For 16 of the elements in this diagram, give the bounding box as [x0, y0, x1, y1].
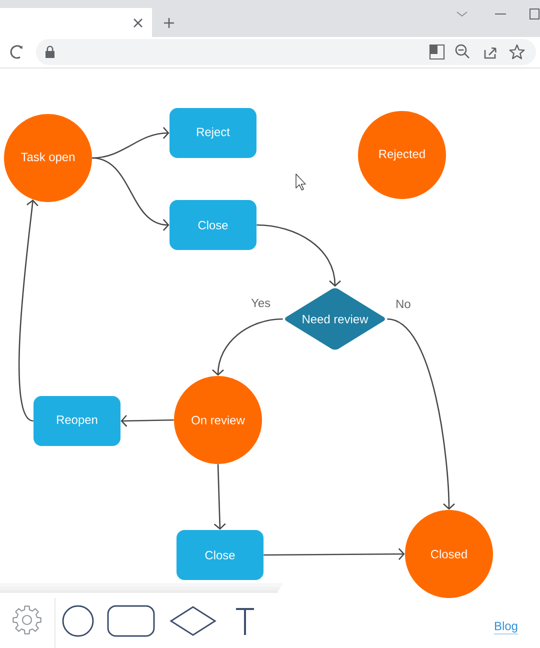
arrow: [264, 548, 405, 560]
arrow: [18, 200, 38, 422]
action-box: Close: [170, 200, 256, 250]
action-box: Reopen: [34, 396, 120, 446]
action-box: Reject: [170, 108, 256, 158]
arrow: [92, 157, 170, 231]
arrow: [214, 464, 226, 530]
arrow: [387, 318, 455, 510]
arrow: [92, 127, 170, 159]
arrow: [212, 318, 283, 376]
edge-label: Yes: [250, 297, 272, 309]
action-box: Close: [176, 530, 264, 580]
arrow: [256, 224, 341, 287]
link: Blog: [494, 621, 518, 634]
arrow: [120, 414, 174, 427]
edge-label: No: [394, 298, 412, 310]
